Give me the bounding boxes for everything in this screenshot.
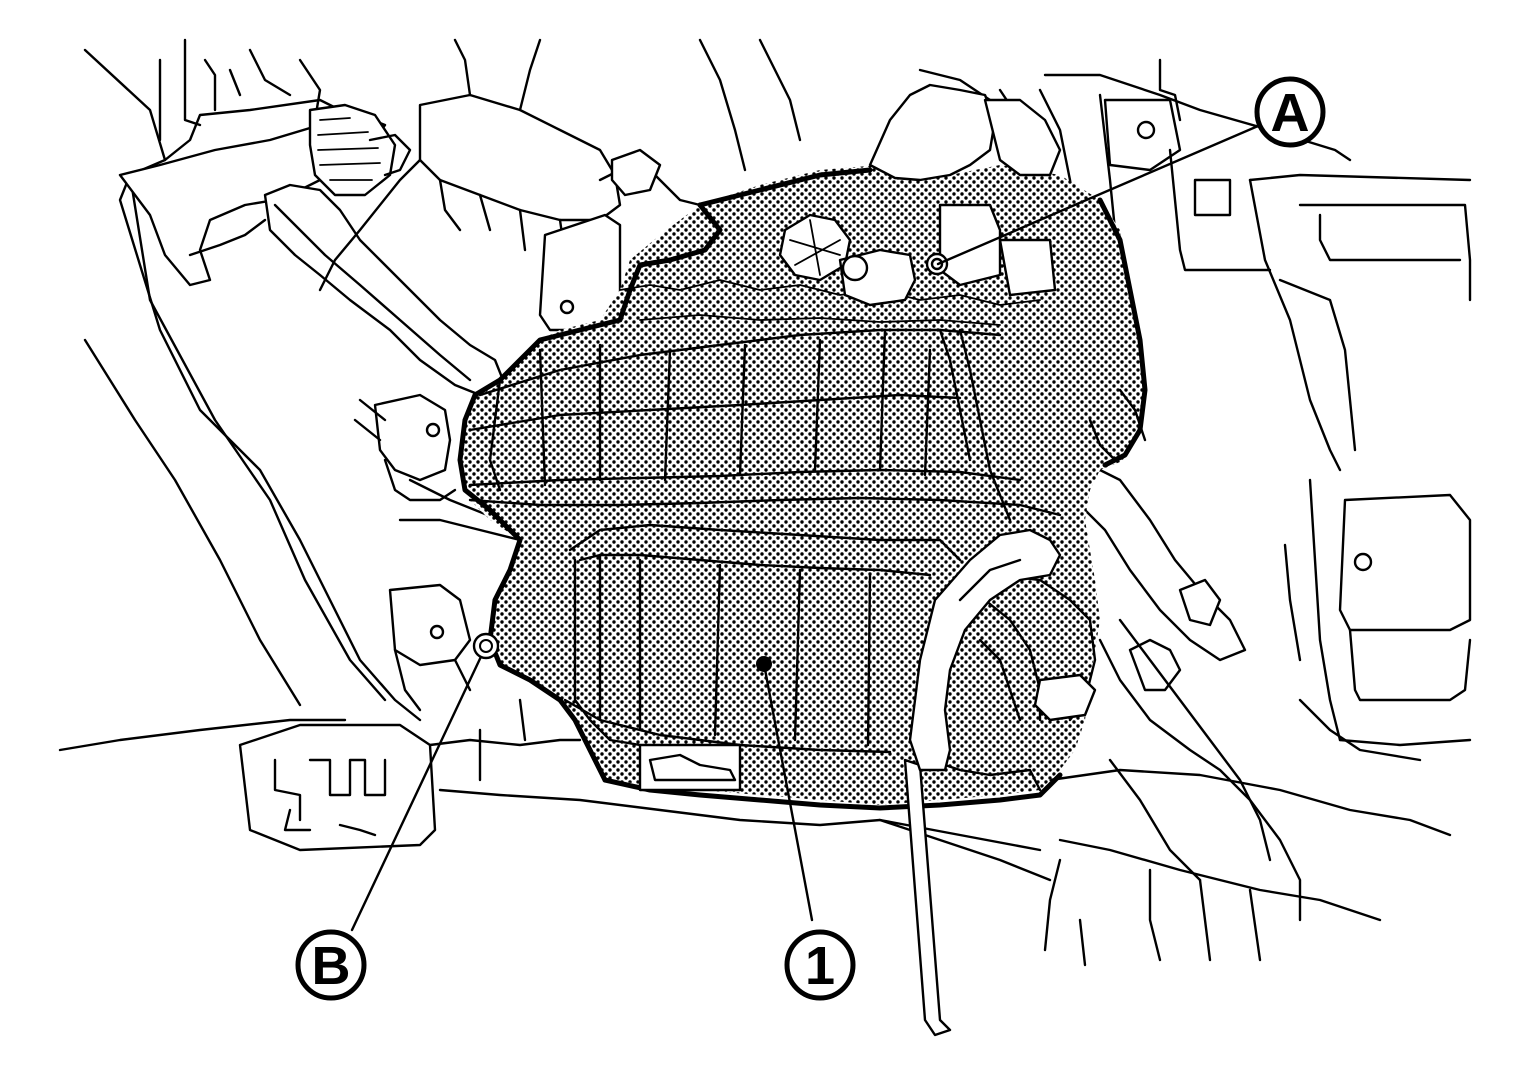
callout-a: A (1254, 76, 1326, 148)
part-1-marker (756, 656, 772, 672)
left-dash-structure (83, 38, 622, 722)
leader-line-a (936, 124, 1260, 266)
callout-1-label: 1 (805, 936, 835, 996)
callout-1: 1 (784, 929, 856, 1001)
leader-lines (350, 124, 1260, 932)
callout-points (472, 632, 772, 672)
leader-line-1 (762, 662, 814, 922)
callout-b-label: B (312, 936, 351, 996)
bolt-b-marker (472, 632, 500, 660)
callout-b: B (295, 929, 367, 1001)
callout-a-label: A (1271, 83, 1310, 143)
right-cowl-structure (918, 58, 1472, 967)
heater-unit (457, 38, 1148, 1037)
leader-line-b (350, 644, 488, 932)
